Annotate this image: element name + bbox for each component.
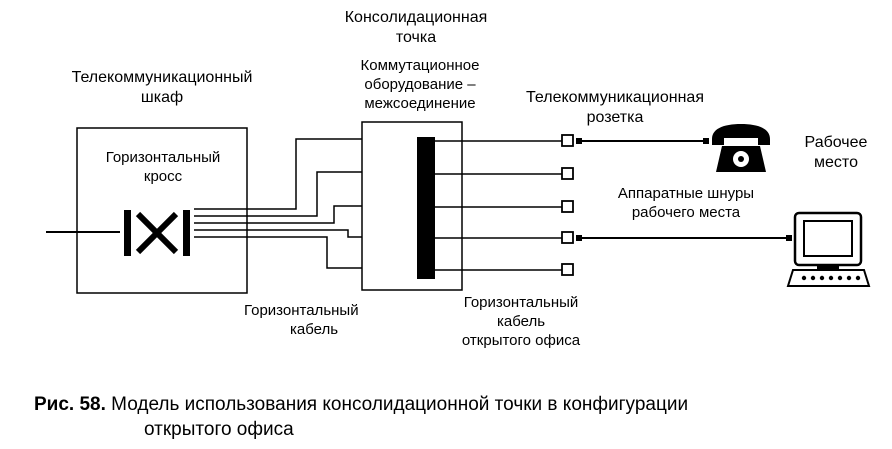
- open-office-cables: [435, 140, 562, 271]
- telecom-cabinet-box: [76, 127, 248, 294]
- telephone-icon: [712, 124, 770, 172]
- figure-number: Рис. 58.: [34, 394, 106, 415]
- outlet-1: [561, 134, 574, 147]
- outlet-2: [561, 167, 574, 180]
- consolidation-point-label-line2: точка: [395, 29, 437, 46]
- patch-cords-label-line2: рабочего места: [631, 204, 741, 221]
- figure-caption-line2: открытого офиса: [144, 419, 294, 440]
- telecom-outlet-label: Телекоммуникационная розетка: [500, 88, 730, 128]
- horizontal-cross-label-line1: Горизонтальный: [105, 149, 221, 166]
- interconnect-bar: [417, 137, 435, 279]
- switching-equipment-line2: оборудование –: [364, 76, 476, 93]
- workplace-label-line2: место: [814, 154, 858, 171]
- open-office-cable-label-line2: кабель: [496, 313, 546, 330]
- horizontal-cable-label-line2: кабель: [290, 321, 339, 338]
- open-office-cable-label-line3: открытого офиса: [461, 332, 581, 349]
- open-office-cable-label-line1: Горизонтальный: [463, 294, 579, 311]
- telecom-cabinet-label-line2: шкаф: [140, 89, 184, 106]
- horizontal-cross-label: Горизонтальный кросс: [84, 148, 242, 186]
- telecom-outlets: [561, 134, 574, 276]
- figure-caption-continued: открытого офиса: [144, 417, 294, 442]
- open-office-cable-label: Горизонтальный кабель открытого офиса: [446, 293, 596, 350]
- horizontal-cables: [194, 138, 362, 269]
- outlet-4: [561, 231, 574, 244]
- patch-cords-label: Аппаратные шнуры рабочего места: [596, 184, 776, 222]
- telecom-cabinet-label: Телекоммуникационный шкаф: [52, 68, 272, 108]
- switching-equipment-label: Коммутационное оборудование – межсоедине…: [335, 56, 505, 113]
- telecom-outlet-label-line1: Телекоммуникационная: [526, 89, 704, 106]
- patch-cords-label-line1: Аппаратные шнуры: [617, 185, 755, 202]
- telecom-cabinet-label-line1: Телекоммуникационный: [71, 69, 253, 86]
- figure-caption: Рис. 58. Модель использования консолидац…: [34, 392, 688, 417]
- outlet-5: [561, 263, 574, 276]
- horizontal-cable-label: Горизонтальный кабель: [244, 301, 408, 339]
- horizontal-cross-symbol: [124, 210, 190, 256]
- workplace-label-line1: Рабочее: [804, 134, 868, 151]
- horizontal-cross-label-line2: кросс: [143, 168, 183, 185]
- computer-icon: [786, 211, 871, 287]
- outlet-3: [561, 200, 574, 213]
- telecom-outlet-label-line2: розетка: [586, 109, 644, 126]
- switching-equipment-line3: межсоединение: [364, 95, 476, 112]
- figure-caption-line1: Модель использования консолидационной то…: [111, 394, 689, 415]
- consolidation-point-label-line1: Консолидационная: [344, 9, 488, 26]
- consolidation-point-box: [361, 121, 463, 291]
- workplace-label: Рабочее место: [788, 133, 884, 173]
- horizontal-cable-label-line1: Горизонтальный: [244, 302, 359, 319]
- consolidation-point-label: Консолидационная точка: [326, 8, 506, 48]
- work-area-cords: [576, 138, 792, 241]
- switching-equipment-line1: Коммутационное: [360, 57, 480, 74]
